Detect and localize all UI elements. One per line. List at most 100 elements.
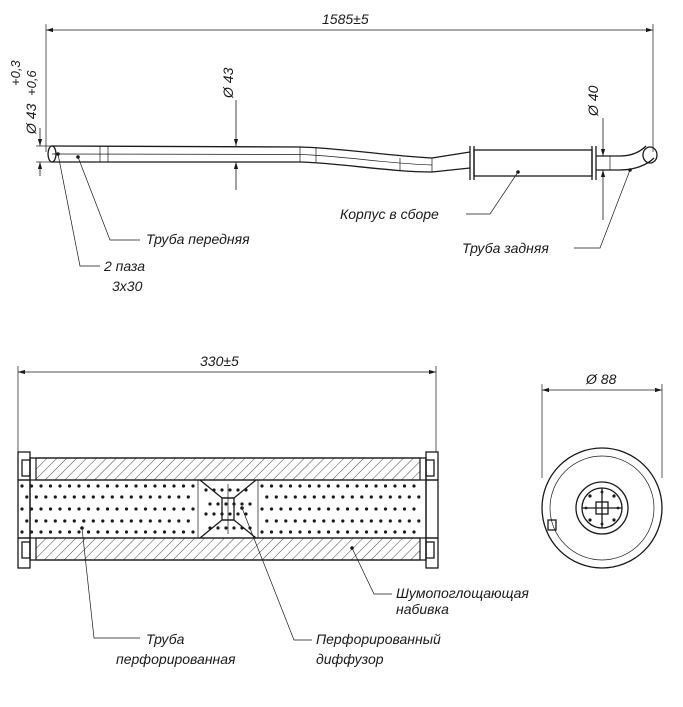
perforation-hole (322, 495, 326, 499)
perforation-hole (417, 519, 421, 523)
perforation-hole (208, 502, 212, 506)
perforation-hole (260, 507, 264, 511)
perforation-hole (379, 495, 383, 499)
perforation-hole (341, 519, 345, 523)
perforation-hole (86, 530, 91, 534)
perforation-hole (91, 519, 95, 523)
perforation-hole (350, 519, 354, 523)
perforation-hole (360, 495, 364, 499)
perforation-hole (153, 530, 157, 534)
perforation-hole (265, 519, 269, 523)
perforation-hole (232, 526, 236, 530)
perforation-hole (48, 484, 53, 488)
perforation-hole (307, 530, 312, 534)
perforation-hole (120, 519, 124, 523)
perforation-hole (369, 519, 373, 523)
perforation-hole (298, 530, 302, 534)
perforation-hole (134, 507, 138, 511)
perforation-hole (120, 495, 124, 499)
perforation-hole (398, 495, 402, 499)
perforation-hole (48, 530, 53, 534)
perforation-hole (139, 495, 143, 499)
perforation-hole (269, 484, 274, 488)
perforation-hole (53, 495, 57, 499)
perforation-holes-right (260, 484, 421, 534)
perforation-hole (336, 484, 340, 488)
perforation-hole (162, 507, 167, 511)
perforation-hole (274, 519, 278, 523)
perforation-hole (232, 502, 236, 506)
left-end-cap (17, 451, 31, 569)
perforation-hole (162, 530, 167, 534)
perforation-hole (355, 507, 359, 511)
perforation-hole (412, 484, 416, 488)
top-assembly-view: 1585±5 (8, 11, 658, 294)
perforation-hole (312, 519, 316, 523)
perforation-hole (181, 484, 186, 488)
perforation-hole (402, 507, 407, 511)
rear-diameter-dimension: Ø 40 (585, 85, 606, 220)
perforation-hole (364, 530, 369, 534)
perforation-hole (53, 519, 57, 523)
perforation-hole (260, 530, 264, 534)
front-diameter-dimension: Ø 43 (220, 67, 239, 190)
perforation-hole (336, 507, 340, 511)
perforation-hole (240, 502, 244, 506)
perforation-hole (360, 519, 364, 523)
perforation-hole (307, 484, 312, 488)
perforation-hole (29, 484, 34, 488)
perforation-hole (101, 495, 105, 499)
rear-pipe (596, 145, 658, 171)
body-label: Корпус в сборе (340, 206, 439, 222)
perforation-hole (326, 507, 331, 511)
front-pipe (47, 145, 471, 173)
perforation-hole (72, 495, 76, 499)
perforation-hole (220, 512, 224, 516)
perforation-hole (374, 484, 378, 488)
perforation-hole (388, 519, 392, 523)
perforation-hole (20, 484, 24, 488)
perforation-hole (212, 488, 216, 492)
perforation-hole (143, 484, 148, 488)
perforation-hole (326, 530, 331, 534)
perforation-hole (139, 519, 143, 523)
perforation-hole (181, 507, 186, 511)
perforation-hole (82, 495, 86, 499)
perforation-hole (115, 484, 119, 488)
perforation-hole (269, 530, 274, 534)
perforation-hole (39, 530, 43, 534)
perforation-hole (177, 495, 181, 499)
perforation-hole (244, 512, 248, 516)
perforation-hole (77, 507, 81, 511)
perforation-hole (274, 495, 278, 499)
absorber-label-line2: набивка (396, 601, 449, 617)
inlet-diameter-label: Ø 43 (23, 103, 39, 135)
perforation-hole (158, 495, 162, 499)
perforation-hole (355, 530, 359, 534)
perforation-hole (208, 526, 212, 530)
section-length-label: 330±5 (200, 353, 239, 369)
perforation-hole (407, 495, 411, 499)
perforation-hole (317, 507, 321, 511)
perforation-hole (216, 502, 220, 506)
perforation-hole (303, 519, 307, 523)
perforation-hole (124, 507, 129, 511)
perforation-hole (167, 495, 171, 499)
perforation-hole (341, 495, 345, 499)
perforation-hole (172, 507, 176, 511)
perforation-hole (288, 530, 293, 534)
perforation-hole (345, 484, 350, 488)
perforation-hole (134, 530, 138, 534)
perforation-hole (44, 519, 48, 523)
perforation-hole (34, 495, 38, 499)
perforation-hole (279, 484, 283, 488)
perforation-hole (407, 519, 411, 523)
seam-tab (547, 519, 557, 531)
section-leaders: Шумопоглощающая набивка Труба перфориров… (80, 506, 529, 667)
perforation-holes-left (20, 484, 195, 534)
perforation-hole (383, 484, 388, 488)
perforation-hole (96, 484, 100, 488)
perforation-hole (355, 484, 359, 488)
perforation-hole (167, 519, 171, 523)
